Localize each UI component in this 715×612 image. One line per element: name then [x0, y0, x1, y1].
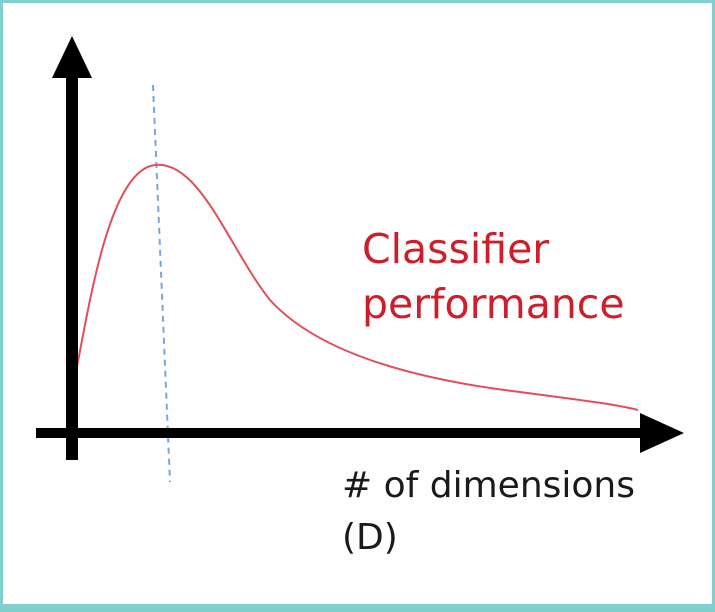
peak-dashed-line: [152, 84, 171, 483]
x-axis-label: # of dimensions (D): [342, 460, 635, 564]
curve-label: Classifier performance: [362, 222, 625, 332]
y-axis-arrowhead: [52, 36, 92, 78]
x-axis-label-line1: # of dimensions: [342, 465, 635, 506]
x-axis-label-line2: (D): [342, 517, 398, 558]
curve-label-line1: Classifier: [362, 225, 550, 273]
curve-label-line2: performance: [362, 280, 625, 328]
performance-curve: [75, 163, 639, 411]
x-axis-arrowhead: [640, 413, 684, 453]
